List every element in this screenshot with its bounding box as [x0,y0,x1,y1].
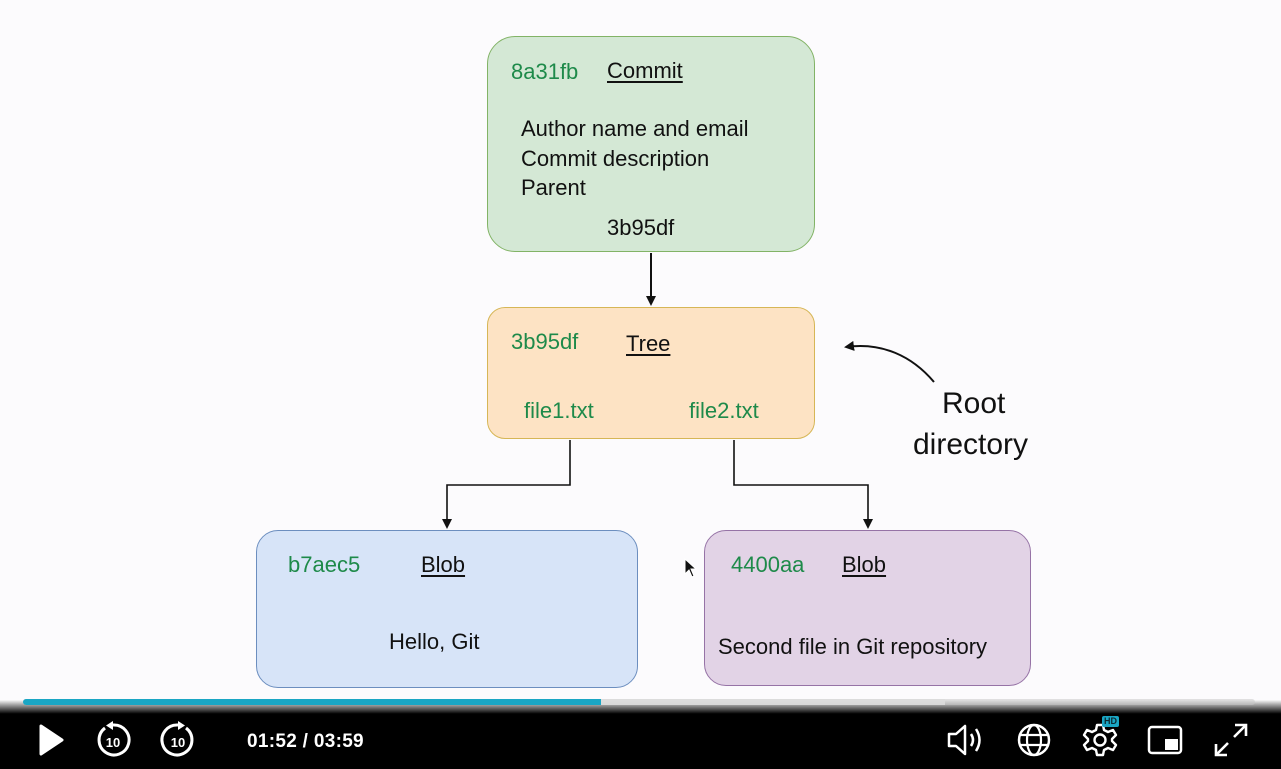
rewind-10-button[interactable]: 10 [91,718,135,762]
played-bar [23,699,601,705]
tree-file-1: file1.txt [524,398,594,423]
tree-type-label: Tree [626,331,671,356]
tree-to-blob1-arrow [442,440,571,529]
blob1-content: Hello, Git [389,629,480,654]
settings-icon [1082,723,1118,757]
volume-icon [947,724,981,756]
blob2-content: Second file in Git repository [718,634,988,659]
svg-text:10: 10 [106,735,120,750]
fullscreen-button[interactable] [1209,718,1253,762]
tree-file-2: file2.txt [689,398,759,423]
commit-line-parent: Parent [521,175,586,200]
rewind-10-icon: 10 [97,721,131,757]
commit-type-label: Commit [607,58,683,83]
tree-hash: 3b95df [511,329,579,354]
globe-icon [1017,723,1051,757]
blob-node-1 [256,530,638,688]
picture-in-picture-button[interactable] [1143,718,1187,762]
blob2-type-label: Blob [842,552,887,577]
forward-10-icon: 10 [160,721,194,757]
commit-line-description: Commit description [521,146,710,171]
mouse-cursor-icon [684,558,698,578]
commit-node [487,36,815,252]
root-directory-arrow [844,340,935,383]
player-controls-bar [0,700,1281,769]
blob1-type-label: Blob [421,552,466,577]
forward-10-button[interactable]: 10 [156,718,200,762]
commit-line-author: Author name and email [521,116,749,141]
picture-in-picture-icon [1147,725,1183,755]
video-frame[interactable]: 8a31fb Commit Author name and email Comm… [0,0,1281,700]
annotation-line-1: Root [942,387,1006,420]
progress-track[interactable] [23,699,1255,705]
fullscreen-icon [1214,723,1248,757]
blob2-hash: 4400aa [731,552,805,577]
play-icon [39,724,64,756]
hd-badge: HD [1102,716,1119,727]
tree-node [487,307,815,439]
annotation-line-2: directory [913,428,1029,461]
time-display: 01:52 / 03:59 [247,731,364,752]
play-button[interactable] [28,718,72,762]
tree-to-blob2-arrow [733,440,873,529]
blob1-hash: b7aec5 [288,552,361,577]
svg-text:10: 10 [171,735,185,750]
language-button[interactable] [1012,718,1056,762]
volume-button[interactable] [944,718,990,762]
commit-hash: 8a31fb [511,59,579,84]
blob-node-2 [704,530,1031,686]
settings-button[interactable] [1078,718,1122,762]
commit-tree-ref: 3b95df [607,215,675,240]
diagram-connectors [442,253,935,529]
